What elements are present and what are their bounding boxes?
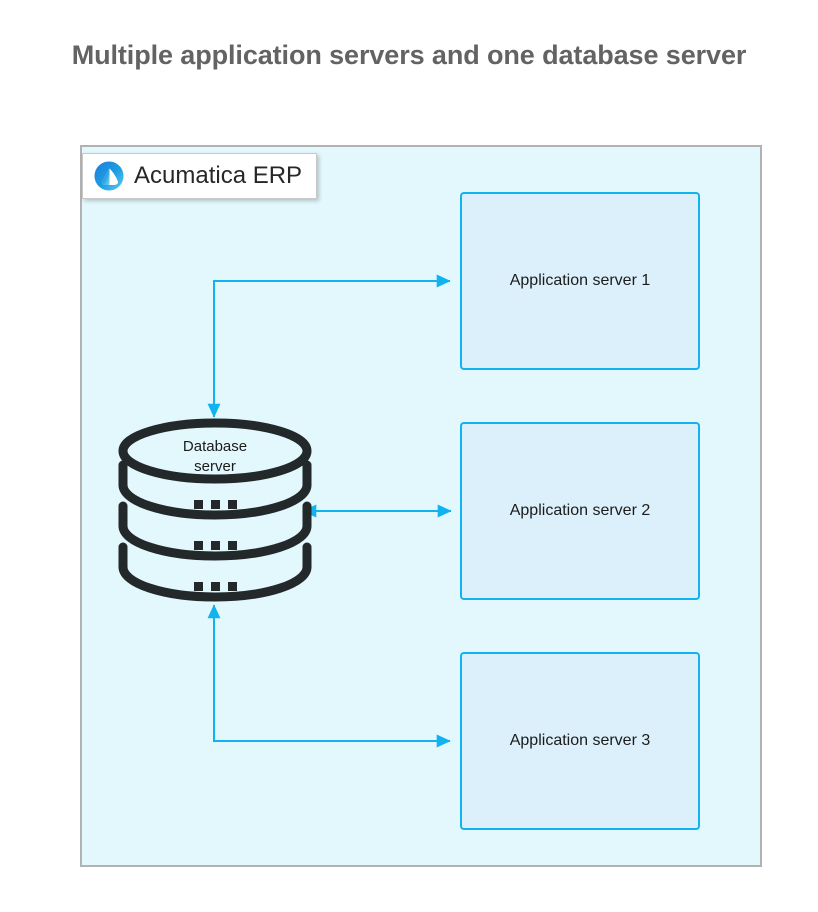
database-server-node[interactable]: Database server <box>116 416 314 608</box>
app-server-2-label: Application server 2 <box>509 502 651 520</box>
app-server-1-label: Application server 1 <box>509 272 651 290</box>
acumatica-erp-badge-label: Acumatica ERP <box>134 162 303 189</box>
acumatica-logo-icon <box>94 161 124 191</box>
acumatica-erp-badge[interactable]: Acumatica ERP <box>82 153 318 199</box>
database-cylinder-icon <box>118 418 312 602</box>
database-dots <box>194 500 237 591</box>
page-title: Multiple application servers and one dat… <box>71 40 747 70</box>
app-server-3-box[interactable]: Application server 3 <box>460 652 700 830</box>
app-server-3-label: Application server 3 <box>509 732 651 750</box>
app-server-2-box[interactable]: Application server 2 <box>460 422 700 600</box>
app-server-1-box[interactable]: Application server 1 <box>460 192 700 370</box>
